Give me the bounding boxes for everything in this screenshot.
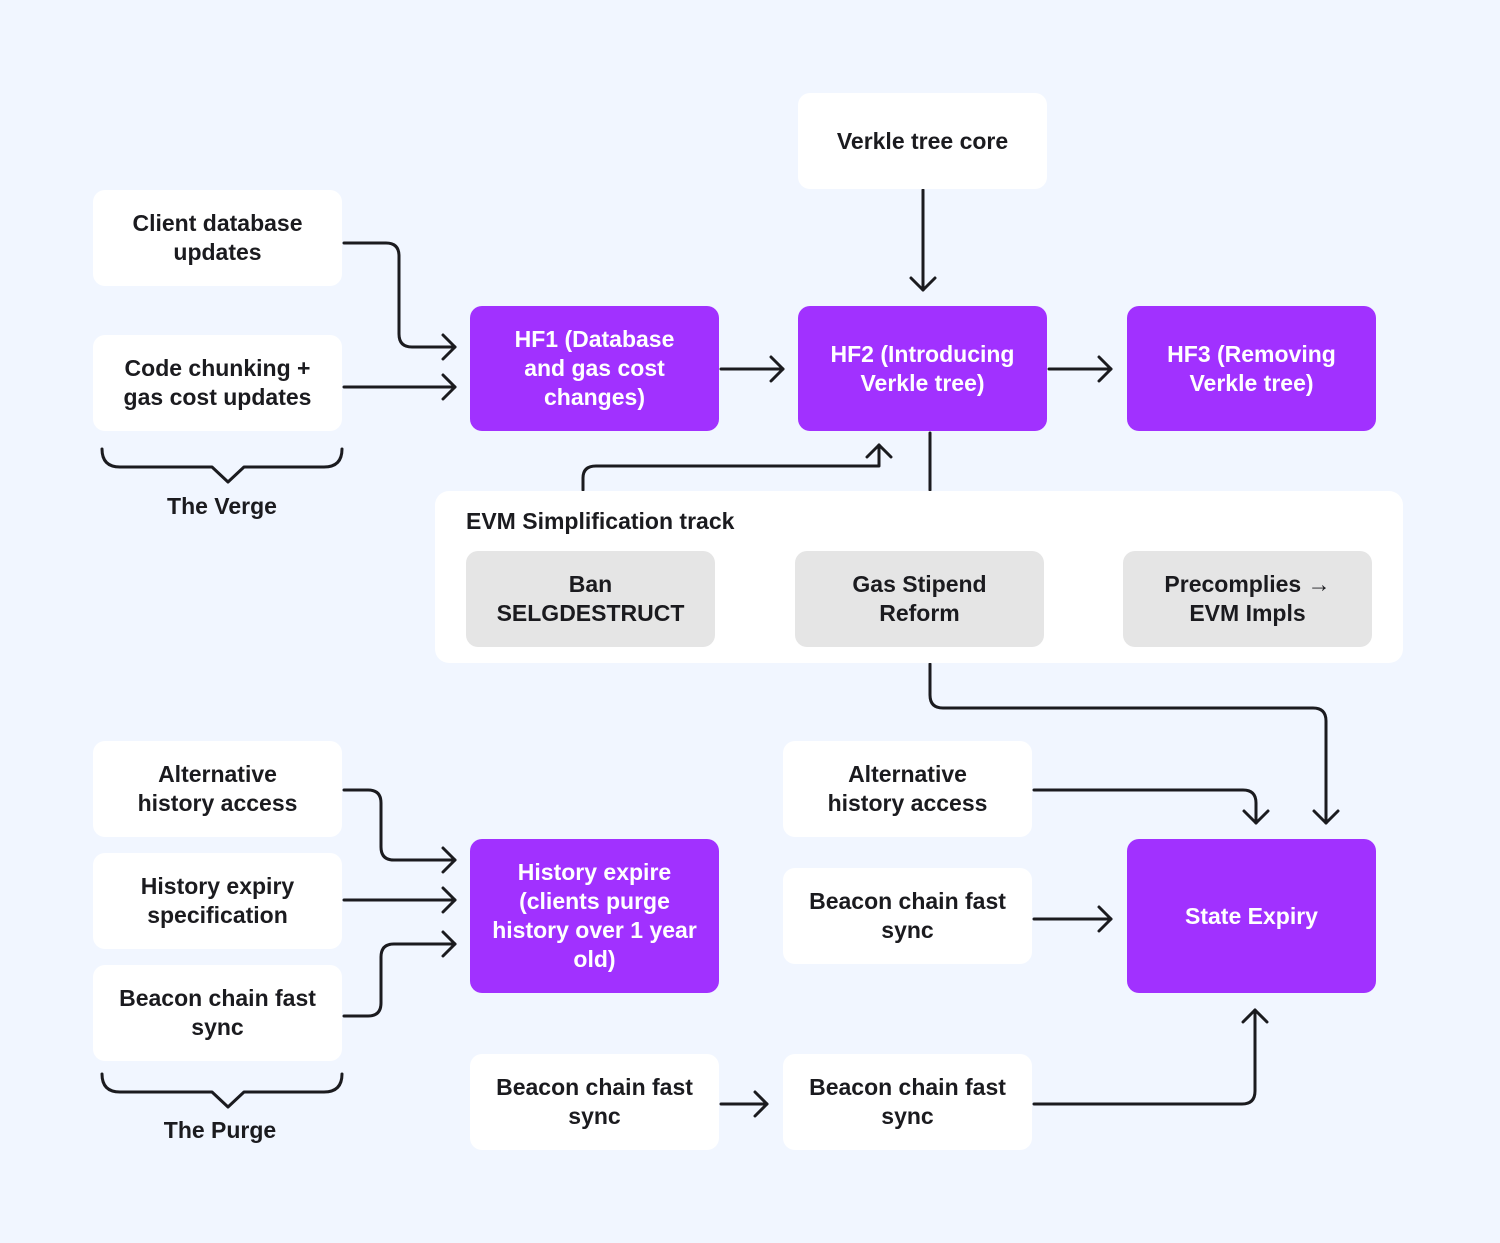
arrowhead-hf1-bottom bbox=[441, 373, 457, 401]
arrowhead-history-expire-bottom bbox=[441, 930, 457, 958]
state-expiry-label: State Expiry bbox=[1185, 902, 1318, 929]
gas-stipend-reform-label: Gas Stipend Reform bbox=[852, 571, 987, 626]
connector-evm-to-state-expiry bbox=[928, 662, 1328, 825]
verkle-tree-core-node: Verkle tree core bbox=[798, 93, 1047, 189]
beacon-chain-fast-sync-mid-node: Beacon chain fast sync bbox=[783, 868, 1032, 964]
arrowhead-hf2-bottom bbox=[865, 443, 893, 459]
arrowhead-hf1-top bbox=[441, 333, 457, 361]
arrowhead-state-expiry-left bbox=[1097, 905, 1113, 933]
connector-client-db-to-hf1 bbox=[342, 241, 457, 349]
connector-alt-history-right-to-state-expiry bbox=[1032, 788, 1258, 825]
beacon-chain-fast-sync-bottom-right-label: Beacon chain fast sync bbox=[809, 1074, 1006, 1129]
code-chunking-label: Code chunking + gas cost updates bbox=[123, 355, 312, 410]
alternative-history-access-right-node: Alternative history access bbox=[783, 741, 1032, 837]
alternative-history-access-left-label: Alternative history access bbox=[137, 761, 298, 816]
connector-beacon-bottom-right-to-state-expiry bbox=[1032, 1008, 1257, 1106]
hf3-label: HF3 (Removing Verkle tree) bbox=[1167, 340, 1336, 396]
verge-brace bbox=[100, 447, 344, 484]
hf2-node: HF2 (Introducing Verkle tree) bbox=[798, 306, 1047, 431]
arrowhead-history-expire-top bbox=[441, 846, 457, 874]
arrowhead-state-expiry-bottom bbox=[1241, 1008, 1269, 1024]
alternative-history-access-right-label: Alternative history access bbox=[827, 761, 988, 816]
beacon-chain-fast-sync-left-node: Beacon chain fast sync bbox=[93, 965, 342, 1061]
precompiles-evm-impls-label: Precomplies → EVM Impls bbox=[1164, 571, 1331, 626]
connector-evm-to-hf2 bbox=[581, 443, 881, 492]
history-expiry-specification-label: History expiry specification bbox=[140, 873, 295, 928]
precompiles-evm-impls-node: Precomplies → EVM Impls bbox=[1123, 551, 1372, 647]
beacon-chain-fast-sync-bottom-right-node: Beacon chain fast sync bbox=[783, 1054, 1032, 1150]
the-purge-label: The Purge bbox=[163, 1117, 277, 1143]
arrowhead-beacon-bottom-right bbox=[753, 1090, 769, 1118]
history-expire-node: History expire (clients purge history ov… bbox=[470, 839, 719, 993]
arrowhead-state-expiry-top-right bbox=[1312, 809, 1340, 825]
hf1-label: HF1 (Database and gas cost changes) bbox=[514, 326, 675, 410]
arrowhead-hf2 bbox=[769, 355, 785, 383]
client-database-updates-label: Client database updates bbox=[132, 210, 303, 265]
evm-track-title: EVM Simplification track bbox=[466, 508, 735, 534]
hf2-label: HF2 (Introducing Verkle tree) bbox=[830, 340, 1015, 396]
the-verge-label: The Verge bbox=[167, 493, 277, 519]
history-expire-label: History expire (clients purge history ov… bbox=[492, 859, 697, 972]
hf3-node: HF3 (Removing Verkle tree) bbox=[1127, 306, 1376, 431]
beacon-chain-fast-sync-bottom-left-label: Beacon chain fast sync bbox=[496, 1074, 693, 1129]
arrowhead-history-expire-mid bbox=[441, 886, 457, 914]
arrowhead-state-expiry-top-left bbox=[1242, 809, 1270, 825]
gas-stipend-reform-node: Gas Stipend Reform bbox=[795, 551, 1044, 647]
beacon-chain-fast-sync-bottom-left-node: Beacon chain fast sync bbox=[470, 1054, 719, 1150]
ban-selfdestruct-label: Ban SELGDESTRUCT bbox=[496, 571, 685, 626]
purge-brace bbox=[100, 1072, 344, 1109]
connector-beacon-left-to-history-expire bbox=[342, 942, 457, 1018]
ban-selfdestruct-node: Ban SELGDESTRUCT bbox=[466, 551, 715, 647]
hf1-node: HF1 (Database and gas cost changes) bbox=[470, 306, 719, 431]
arrowhead-hf2-top bbox=[909, 276, 937, 292]
connector-alt-history-left-to-history-expire bbox=[342, 788, 457, 862]
beacon-chain-fast-sync-mid-label: Beacon chain fast sync bbox=[809, 888, 1006, 943]
code-chunking-node: Code chunking + gas cost updates bbox=[93, 335, 342, 431]
alternative-history-access-left-node: Alternative history access bbox=[93, 741, 342, 837]
verkle-tree-core-label: Verkle tree core bbox=[836, 127, 1009, 154]
beacon-chain-fast-sync-left-label: Beacon chain fast sync bbox=[119, 985, 316, 1040]
state-expiry-node: State Expiry bbox=[1127, 839, 1376, 993]
client-database-updates-node: Client database updates bbox=[93, 190, 342, 286]
arrowhead-hf3 bbox=[1097, 355, 1113, 383]
history-expiry-specification-node: History expiry specification bbox=[93, 853, 342, 949]
